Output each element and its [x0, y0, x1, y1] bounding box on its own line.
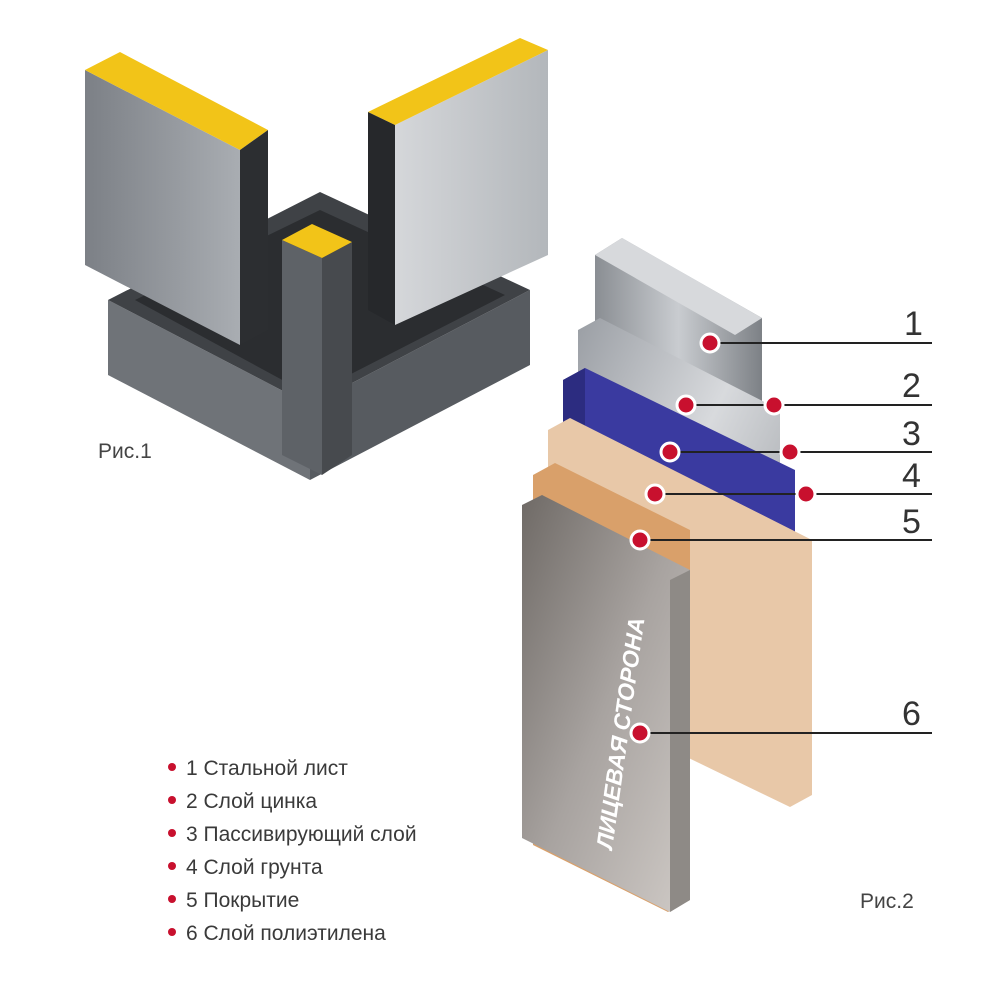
callout-number-6: 6 [902, 695, 921, 733]
layer-polyethylene-face [522, 495, 690, 912]
legend-item-label: 1 Стальной лист [186, 757, 348, 780]
callout-number-1: 1 [904, 305, 923, 343]
left-panel-insulation-top [85, 52, 268, 150]
figure-1-caption: Рис.1 [98, 440, 152, 463]
legend-item-label: 4 Слой грунта [186, 856, 323, 879]
legend-item: 5 Покрытие [168, 887, 417, 920]
face-panel-edge [670, 570, 690, 912]
legend-item-label: 6 Слой полиэтилена [186, 922, 386, 945]
callout-number-5: 5 [902, 503, 921, 541]
callout-number-2: 2 [902, 367, 921, 405]
right-panel-face [395, 50, 548, 325]
legend: 1 Стальной лист 2 Слой цинка 3 Пассивиру… [168, 755, 417, 953]
bullet-icon [168, 928, 176, 937]
corner-post-top [282, 224, 352, 258]
callout-number-4: 4 [902, 457, 921, 495]
marker-6 [629, 722, 651, 744]
callout-lines [640, 342, 932, 734]
legend-item: 3 Пассивирующий слой [168, 821, 417, 854]
marker-4b [795, 483, 817, 505]
marker-3b [779, 441, 801, 463]
legend-item-label: 3 Пассивирующий слой [186, 823, 417, 846]
left-panel-edge [240, 130, 268, 345]
bullet-icon [168, 796, 176, 805]
marker-1 [699, 332, 721, 354]
legend-item: 4 Слой грунта [168, 854, 417, 887]
bullet-icon [168, 763, 176, 772]
marker-4a [644, 483, 666, 505]
legend-item: 1 Стальной лист [168, 755, 417, 788]
corner-joint-illustration [85, 38, 548, 480]
bullet-icon [168, 862, 176, 871]
legend-item: 2 Слой цинка [168, 788, 417, 821]
corner-post-side [322, 242, 352, 475]
left-panel-face [85, 70, 240, 345]
marker-2a [675, 394, 697, 416]
legend-item-label: 5 Покрытие [186, 889, 300, 912]
marker-2b [763, 394, 785, 416]
bullet-icon [168, 895, 176, 904]
layer-steel-core-top [595, 238, 762, 335]
figure-2-caption: Рис.2 [860, 890, 914, 913]
callout-numbers: 1 2 3 4 5 6 [902, 305, 923, 733]
right-panel-edge [368, 112, 395, 325]
legend-item: 6 Слой полиэтилена [168, 920, 417, 953]
base-frame-left [108, 300, 310, 480]
legend-item-label: 2 Слой цинка [186, 790, 318, 813]
corner-post-front [282, 240, 322, 475]
callout-markers [629, 332, 817, 744]
bullet-icon [168, 829, 176, 838]
callout-number-3: 3 [902, 415, 921, 453]
marker-3a [659, 441, 681, 463]
layer-structure-illustration: ЛИЦЕВАЯ СТОРОНА [522, 238, 812, 912]
base-frame-right [310, 290, 530, 480]
right-panel-insulation-top [368, 38, 548, 125]
marker-5 [629, 529, 651, 551]
